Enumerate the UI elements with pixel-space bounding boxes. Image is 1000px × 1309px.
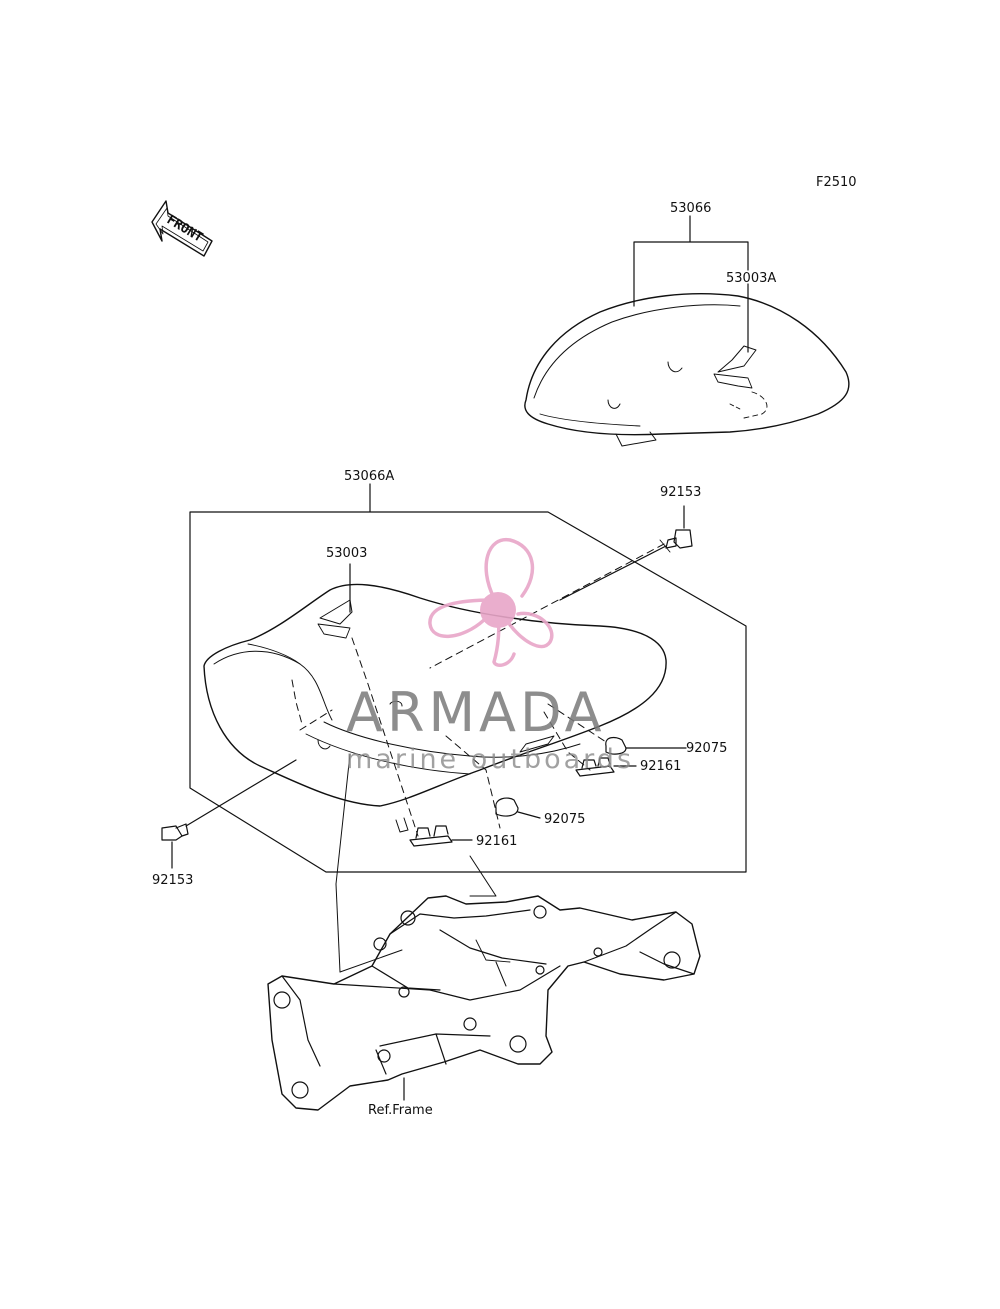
leader-53066 [633, 215, 749, 353]
front-arrow-label: FRONT [164, 213, 205, 246]
damper-right-illustration [605, 736, 687, 755]
leader-53066a [189, 483, 747, 873]
part-label-92161-right: 92161 [640, 759, 682, 774]
watermark-title: ARMADA [346, 681, 606, 744]
part-label-92075-center: 92075 [544, 812, 586, 827]
clip-center-illustration [409, 825, 497, 897]
bolt-left-illustration [161, 759, 297, 869]
part-label-92153-left: 92153 [152, 873, 194, 888]
part-label-53003: 53003 [326, 546, 368, 561]
front-arrow-icon: FRONT [151, 200, 213, 257]
frame-illustration [267, 753, 701, 1111]
damper-center-illustration [495, 797, 541, 819]
part-label-92075-right: 92075 [686, 741, 728, 756]
part-label-92161-center: 92161 [476, 834, 518, 849]
watermark-subtitle: marine outboards [346, 744, 635, 775]
rear-seat-illustration [524, 293, 850, 447]
clip-right-illustration [575, 757, 637, 777]
part-label-53003a: 53003A [726, 271, 777, 286]
frame-reference-label: Ref.Frame [368, 1103, 433, 1118]
part-label-92153-right: 92153 [660, 485, 702, 500]
part-label-53066: 53066 [670, 201, 712, 216]
part-label-53066a: 53066A [344, 469, 395, 484]
front-seat-illustration [203, 583, 667, 833]
figure-code: F2510 [816, 175, 857, 190]
bolt-right-illustration [559, 505, 693, 601]
propeller-logo [428, 538, 554, 668]
